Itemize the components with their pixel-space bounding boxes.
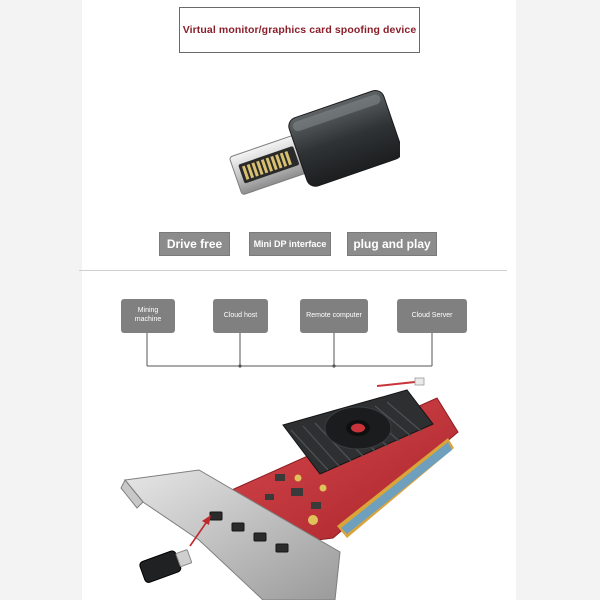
device-box-cloud-host: Cloud host: [213, 299, 268, 333]
device-label: Cloud Server: [411, 311, 453, 319]
feature-badge-plug-and-play: plug and play: [347, 232, 437, 256]
title-box: Virtual monitor/graphics card spoofing d…: [179, 7, 420, 53]
page-title: Virtual monitor/graphics card spoofing d…: [182, 24, 417, 36]
left-margin: [0, 0, 82, 600]
feature-badge-mini-dp: Mini DP interface: [249, 232, 331, 256]
device-label: Remote computer: [306, 311, 362, 319]
mini-dp-adapter-image: [229, 90, 400, 195]
feature-badge-drive-free: Drive free: [159, 232, 230, 256]
device-box-cloud-server: Cloud Server: [397, 299, 467, 333]
device-box-remote-computer: Remote computer: [300, 299, 368, 333]
right-margin: [516, 0, 600, 600]
device-label: Cloud host: [223, 311, 258, 319]
graphics-card-image: [120, 377, 459, 600]
section-divider: [79, 270, 507, 271]
device-label-line1: Mining: [137, 307, 159, 315]
device-label-line2: machine: [134, 316, 162, 323]
